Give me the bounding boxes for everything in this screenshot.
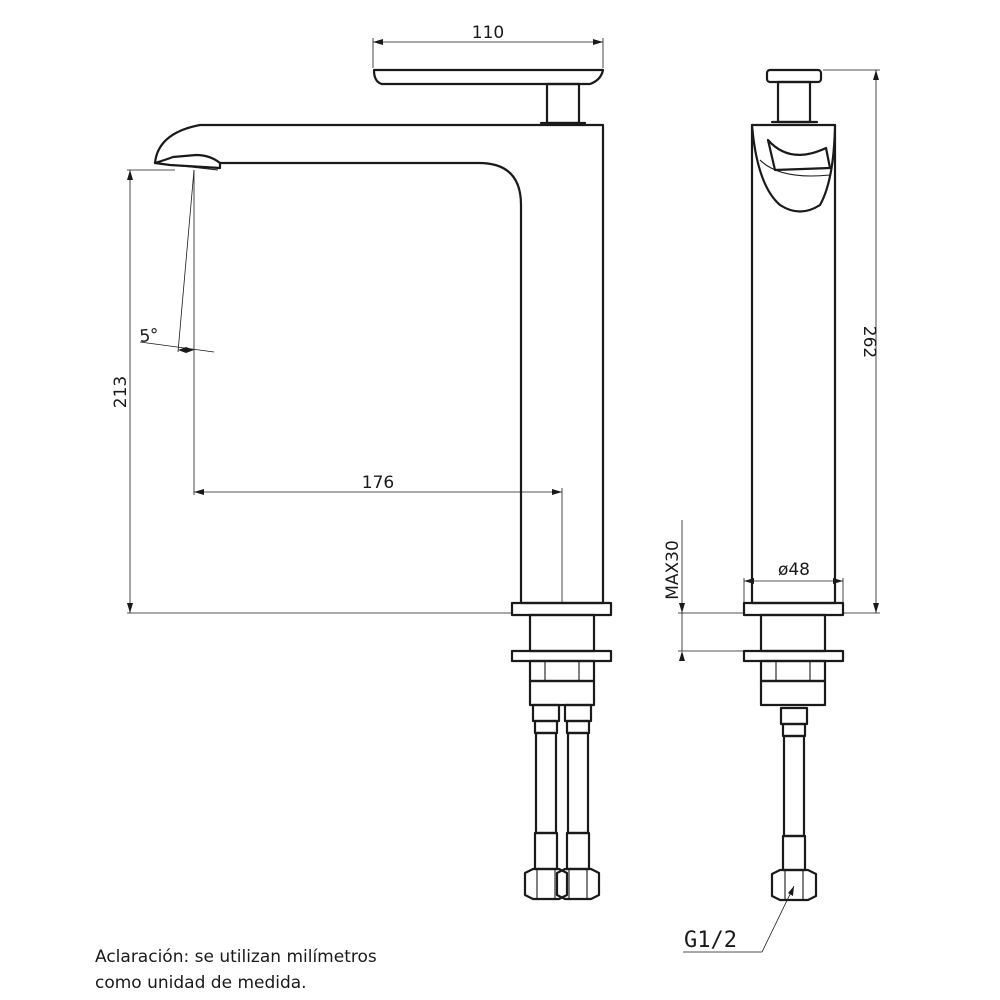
label-spout-reach: 176 [362, 473, 394, 493]
side-lever-cap [765, 68, 823, 84]
hex-nut [528, 659, 596, 683]
label-total-height: 262 [859, 326, 879, 358]
label-max-deck: MAX30 [663, 540, 683, 600]
side-threaded-shank [759, 679, 827, 707]
dim-spout-reach: 176 [194, 473, 563, 603]
side-supply-hose [770, 706, 818, 902]
label-spout-angle: 5° [139, 325, 160, 347]
units-note: Aclaración: se utilizan milímetros como … [95, 944, 377, 996]
base-shank [528, 613, 596, 653]
units-note-line-2: como unidad de medida. [95, 973, 307, 993]
dim-max-deck: MAX30 [663, 520, 744, 661]
callout-thread: G1/2 [683, 885, 795, 953]
supply-hose-right [555, 703, 601, 901]
spout-body [153, 123, 605, 605]
dim-spout-angle: 5° [139, 169, 215, 495]
dim-spout-height: 213 [111, 169, 512, 614]
dim-total-height: 262 [823, 69, 880, 614]
units-note-line-1: Aclaración: se utilizan milímetros [95, 947, 377, 967]
dim-body-diameter: ø48 [743, 560, 844, 603]
label-spout-height: 213 [111, 376, 131, 408]
label-body-diameter: ø48 [778, 560, 810, 580]
supply-hose-left [523, 703, 569, 901]
side-base-shank [759, 613, 827, 653]
lever-stem [545, 82, 581, 125]
aerator [153, 161, 222, 170]
side-view: 262 ø48 MAX30 G1/2 [663, 68, 880, 953]
label-thread: G1/2 [684, 928, 737, 953]
side-lever-scoop [766, 138, 832, 172]
label-lever-length: 110 [472, 23, 504, 43]
lever-handle [372, 68, 605, 86]
front-view: 110 213 5° 176 [111, 23, 613, 901]
base-ring-top [510, 601, 613, 617]
threaded-shank [528, 679, 596, 707]
side-lever-stem [776, 80, 812, 124]
side-base-ring-lower [742, 649, 845, 663]
side-base-ring-top [742, 601, 845, 617]
dim-lever-length: 110 [372, 23, 604, 68]
base-ring-lower [510, 649, 613, 663]
side-body [750, 123, 837, 605]
side-hex-nut [759, 659, 827, 683]
